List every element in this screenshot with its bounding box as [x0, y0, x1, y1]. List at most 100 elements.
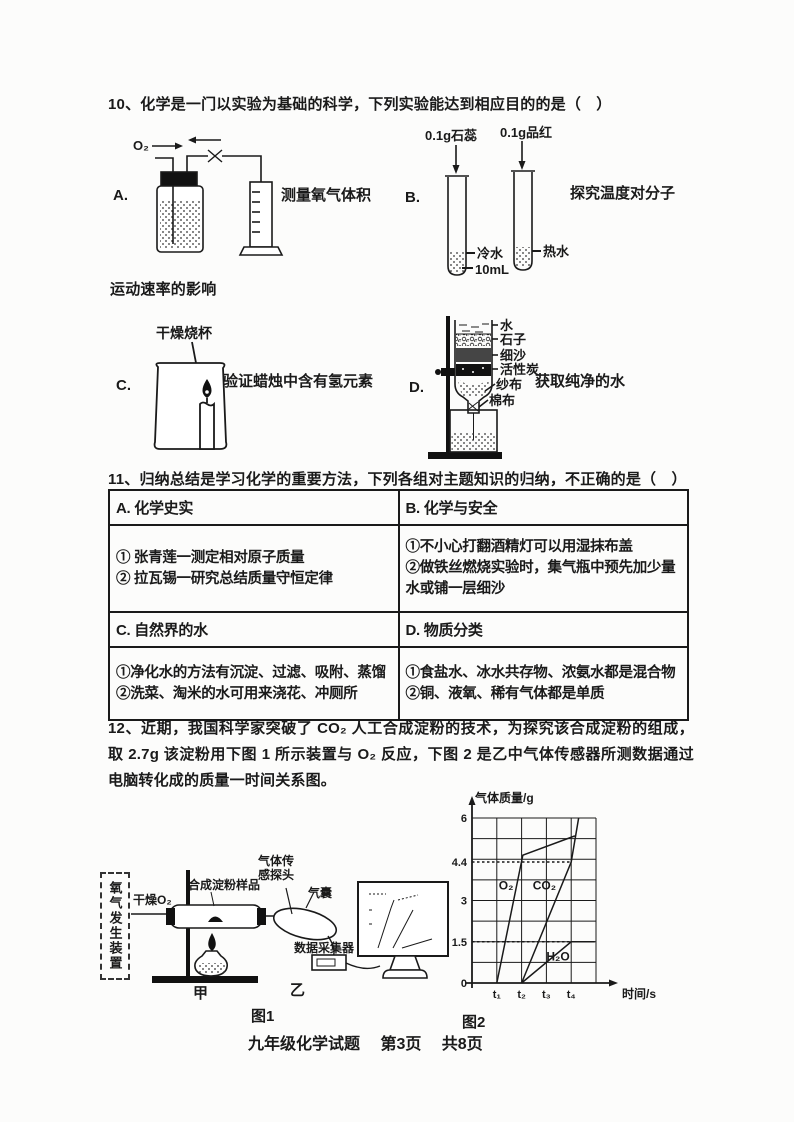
- svg-text:H₂O: H₂O: [546, 949, 569, 963]
- svg-text:时间/s: 时间/s: [622, 986, 656, 1001]
- reagent2-label: 0.1g品红: [500, 125, 552, 140]
- cell-c-line2: ②洗菜、淘米的水可用来浇花、冲厕所: [116, 685, 358, 702]
- table-row: C. 自然界的水 D. 物质分类: [108, 611, 689, 648]
- fig1-caption: 图1: [251, 1008, 275, 1025]
- svg-text:t₂: t₂: [517, 989, 526, 1001]
- yi-label: 乙: [290, 982, 305, 999]
- q10-b-caption-continued: 运动速率的影响: [110, 281, 217, 298]
- cell-c: ①净化水的方法有沉淀、过滤、吸附、蒸馏 ②洗菜、淘米的水可用来浇花、冲厕所: [108, 646, 400, 721]
- cell-b-line2: ②做铁丝燃烧实验时，集气瓶中预先加少量水或铺一层细沙: [405, 560, 676, 597]
- cold-water-label: 冷水: [477, 246, 504, 261]
- q12-stem: 12、近期，我国科学家突破了 CO₂ 人工合成淀粉的技术，为探究该合成淀粉的组成…: [108, 720, 694, 789]
- cell-a-line1: ① 张青莲一测定相对原子质量: [116, 549, 305, 566]
- table-row: ① 张青莲一测定相对原子质量 ② 拉瓦锡一研究总结质量守恒定律 ①不小心打翻酒精…: [108, 524, 689, 613]
- cell-d-line2: ②铜、液氧、稀有气体都是单质: [405, 685, 605, 702]
- cell-c-line1: ①净化水的方法有沉淀、过滤、吸附、蒸馏: [116, 664, 386, 681]
- svg-text:1.5: 1.5: [452, 937, 467, 949]
- wire: [345, 962, 381, 970]
- svg-text:O₂: O₂: [499, 879, 514, 893]
- stone-label: 石子: [499, 332, 526, 347]
- monitor-base: [382, 969, 428, 979]
- head-b: B. 化学与安全: [397, 489, 689, 526]
- bottle-liquid: [160, 200, 200, 249]
- svg-text:t₁: t₁: [493, 989, 502, 1001]
- cold-water-liquid: [449, 252, 465, 272]
- option-b-label: B.: [405, 189, 420, 206]
- q10-option-b-diagram: 0.1g石蕊 0.1g品红 B. 冷水 热水 10mL 探究温度对分子: [405, 125, 675, 277]
- cell-d: ①食盐水、冰水共存物、浓氨水都是混合物 ②铜、液氧、稀有气体都是单质: [397, 646, 689, 721]
- fig1-apparatus: 甲 乙: [131, 870, 449, 1002]
- head-d: D. 物质分类: [397, 611, 689, 648]
- q11-table: A. 化学史实 B. 化学与安全 ① 张青莲一测定相对原子质量 ② 拉瓦锡一研究…: [108, 489, 689, 721]
- monitor-stand: [388, 955, 422, 971]
- svg-text:气体质量/g: 气体质量/g: [474, 790, 534, 805]
- monitor-screen-sketch: [369, 893, 433, 949]
- q10-option-c-diagram: 干燥烧杯 C. 验证蜡烛中含有氢元素: [116, 325, 373, 450]
- pinch-clamp-icon: [207, 149, 223, 163]
- table-row: A. 化学史实 B. 化学与安全: [108, 489, 689, 526]
- airbag-balloon: [272, 907, 338, 941]
- option-b-caption: 探究温度对分子: [570, 184, 675, 202]
- bottle-stopper: [160, 171, 198, 187]
- svg-text:6: 6: [461, 813, 467, 825]
- option-d-label: D.: [409, 379, 424, 396]
- svg-text:t₄: t₄: [567, 989, 576, 1001]
- dry-o2-label: 干燥O₂: [133, 893, 172, 907]
- page-footer: 九年级化学试题 第3页 共8页: [248, 1036, 483, 1053]
- probe-label: 气体传感探头: [258, 854, 295, 882]
- collector-label: 数据采集器: [294, 941, 355, 955]
- stand-clamp: [441, 368, 455, 376]
- lamp-flame: [208, 933, 216, 951]
- gauze-label: 纱布: [496, 377, 522, 392]
- combustion-tube: [169, 904, 263, 929]
- q11-stem: 11、归纳总结是学习化学的重要方法，下列各组对主题知识的归纳，不正确的是（ ）: [108, 471, 687, 488]
- test-tubes: [445, 141, 541, 276]
- o2-inlet-label: O₂: [133, 138, 149, 153]
- collected-water: [451, 432, 496, 451]
- dry-beaker-label: 干燥烧杯: [156, 325, 213, 341]
- reagent1-label: 0.1g石蕊: [425, 128, 477, 143]
- stand-base: [152, 976, 258, 983]
- head-a: A. 化学史实: [108, 489, 400, 526]
- fig2-caption: 图2: [462, 1014, 486, 1031]
- filtration-column: [428, 316, 502, 459]
- water-label: 水: [500, 318, 514, 333]
- volume-label: 10mL: [475, 262, 509, 277]
- svg-text:4.4: 4.4: [452, 857, 468, 869]
- sensor-probe: [285, 887, 293, 915]
- svg-text:0: 0: [461, 978, 467, 990]
- head-c: C. 自然界的水: [108, 611, 400, 648]
- collect-beaker: [449, 409, 498, 453]
- sand-label: 细沙: [500, 348, 526, 363]
- sand-layer: [456, 348, 491, 362]
- inverted-beaker: [153, 362, 228, 450]
- oxygen-generator-box: 氧气发生装置: [100, 872, 130, 980]
- option-c-label: C.: [116, 377, 131, 394]
- cell-b: ①不小心打翻酒精灯可以用湿抹布盖 ②做铁丝燃烧实验时，集气瓶中预先加少量水或铺一…: [397, 524, 689, 613]
- table-row: ①净化水的方法有沉淀、过滤、吸附、蒸馏 ②洗菜、淘米的水可用来浇花、冲厕所 ①食…: [108, 646, 689, 721]
- cell-a: ① 张青莲一测定相对原子质量 ② 拉瓦锡一研究总结质量守恒定律: [108, 524, 400, 613]
- monitor: [357, 881, 449, 957]
- hot-water-liquid: [515, 247, 531, 267]
- sample-label: 合成淀粉样品: [188, 878, 261, 892]
- svg-text:3: 3: [461, 896, 467, 908]
- option-c-caption: 验证蜡烛中含有氢元素: [223, 372, 373, 390]
- starch-sample: [208, 916, 223, 922]
- combustion-assembly: [131, 870, 449, 983]
- cell-b-line1: ①不小心打翻酒精灯可以用湿抹布盖: [405, 539, 634, 555]
- test-tube-cold: [447, 177, 467, 276]
- option-d-caption: 获取纯净的水: [535, 372, 626, 390]
- stand-pole: [446, 316, 450, 454]
- jia-label: 甲: [193, 985, 208, 1002]
- left-stopper: [166, 908, 175, 925]
- gauze-layer: [457, 378, 490, 396]
- option-a-caption: 测量氧气体积: [281, 186, 371, 204]
- svg-text:CO₂: CO₂: [533, 879, 556, 893]
- carbon-layer: [456, 364, 491, 376]
- cell-a-line2: ② 拉瓦锡一研究总结质量守恒定律: [116, 570, 333, 587]
- q10-option-d-diagram: 水 石子 细沙 活性炭 纱布 棉布 D. 获取纯净的水: [409, 316, 626, 459]
- right-arrow-icon: [175, 142, 183, 150]
- option-a-label: A.: [113, 187, 128, 204]
- carbon-label: 活性炭: [500, 362, 539, 377]
- gas-bottle-apparatus: [152, 136, 284, 256]
